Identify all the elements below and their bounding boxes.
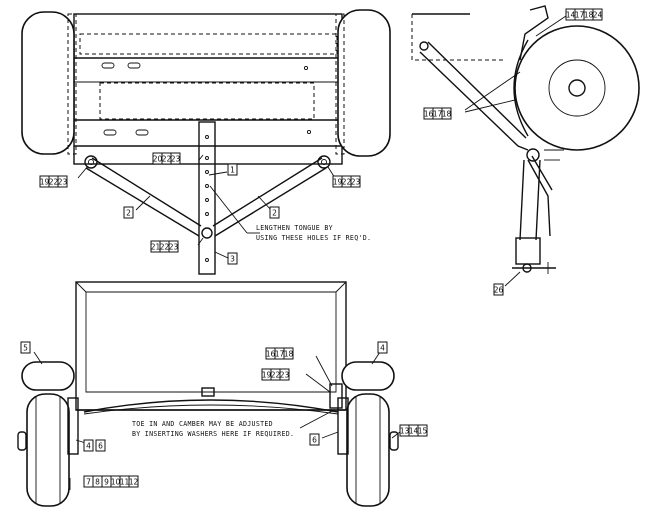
callout-number: 2 — [272, 208, 277, 217]
callout-number: 20 — [153, 154, 163, 163]
callout-number: 8 — [95, 477, 100, 486]
callout-number: 17 — [275, 349, 285, 358]
note-toe-line2: BY INSERTING WASHERS HERE IF REQUIRED. — [132, 430, 294, 438]
front-right-fender — [341, 361, 395, 391]
callout-number: 16 — [424, 109, 434, 118]
callout-number: 23 — [169, 242, 179, 251]
side-hitch — [515, 237, 541, 265]
callout-number: 1 — [230, 165, 235, 174]
right-brace — [212, 157, 327, 237]
callout-number: 15 — [418, 426, 428, 435]
callout-number: 19 — [40, 177, 50, 186]
callout-cell — [123, 206, 134, 219]
callout-cell — [168, 240, 179, 253]
note-tongue-line2: USING THESE HOLES IF REQ'D. — [256, 234, 371, 242]
left-wheel — [21, 11, 75, 155]
callout-number: 13 — [400, 426, 410, 435]
callout-number: 18 — [284, 349, 294, 358]
callout-number: 12 — [129, 477, 139, 486]
callout-cell — [441, 107, 452, 120]
callout-number: 3 — [230, 254, 235, 263]
side-fender-bracket — [519, 5, 549, 61]
callout-number: 24 — [593, 10, 603, 19]
note-tongue-line1: LENGTHEN TONGUE BY — [256, 224, 333, 232]
top-view — [21, 9, 391, 275]
callout-cell — [377, 341, 388, 354]
side-view — [411, 5, 640, 287]
callout-number: 22 — [271, 370, 281, 379]
front-view — [17, 281, 401, 507]
callout-number: 7 — [86, 477, 91, 486]
callout-cell — [269, 206, 280, 219]
front-left-tire — [26, 393, 70, 507]
front-right-tire — [346, 393, 390, 507]
notes: LENGTHEN TONGUE BY USING THESE HOLES IF … — [132, 224, 371, 438]
callout-number: 4 — [380, 343, 385, 352]
note-toe-line1: TOE IN AND CAMBER MAY BE ADJUSTED — [132, 420, 273, 428]
callout-number: 9 — [104, 477, 109, 486]
callout-number: 5 — [23, 343, 28, 352]
side-wheel — [514, 25, 640, 151]
callout-cell — [279, 368, 290, 381]
callout-number: 16 — [266, 349, 276, 358]
callout-cell — [350, 175, 361, 188]
callout-number: 26 — [494, 285, 504, 294]
callout-number: 14 — [409, 426, 419, 435]
callout-number: 4 — [86, 441, 91, 450]
callout-number: 23 — [351, 177, 361, 186]
left-brace — [85, 157, 202, 237]
callout-number: 18 — [442, 109, 452, 118]
callout-number: 6 — [98, 441, 103, 450]
callout-cell — [592, 8, 603, 21]
callout-number: 6 — [312, 435, 317, 444]
callout-number: 22 — [162, 154, 172, 163]
callout-number: 18 — [584, 10, 594, 19]
callout-cell — [309, 433, 320, 446]
callout-number: 2 — [126, 208, 131, 217]
right-wheel — [337, 9, 391, 157]
front-left-fender — [21, 361, 75, 391]
tongue-bar — [198, 121, 216, 275]
callout-number: 22 — [160, 242, 170, 251]
top-frame — [73, 13, 343, 165]
callout-number: 10 — [111, 477, 121, 486]
callout-number: 23 — [58, 177, 68, 186]
callout-cell — [57, 175, 68, 188]
callout-number: 23 — [280, 370, 290, 379]
callout-number: 22 — [49, 177, 59, 186]
callout-cell — [170, 152, 181, 165]
callout-cell — [95, 439, 106, 452]
callout-cell — [20, 341, 31, 354]
callout-number: 17 — [575, 10, 585, 19]
callout-cell — [83, 439, 94, 452]
callout-cell — [227, 163, 238, 176]
callout-number: 23 — [171, 154, 181, 163]
callout-number: 21 — [151, 242, 161, 251]
callout-number: 22 — [342, 177, 352, 186]
callout-number: 19 — [262, 370, 272, 379]
front-box — [75, 281, 347, 411]
callout-cell — [417, 424, 428, 437]
callout-number: 14 — [566, 10, 576, 19]
front-axle — [83, 399, 339, 413]
callout-cell — [493, 283, 504, 296]
callout-number: 17 — [433, 109, 443, 118]
callout-number: 11 — [120, 477, 130, 486]
callout-cell — [227, 252, 238, 265]
callout-number: 19 — [333, 177, 343, 186]
callout-cell — [283, 347, 294, 360]
callout-cell — [128, 475, 139, 488]
